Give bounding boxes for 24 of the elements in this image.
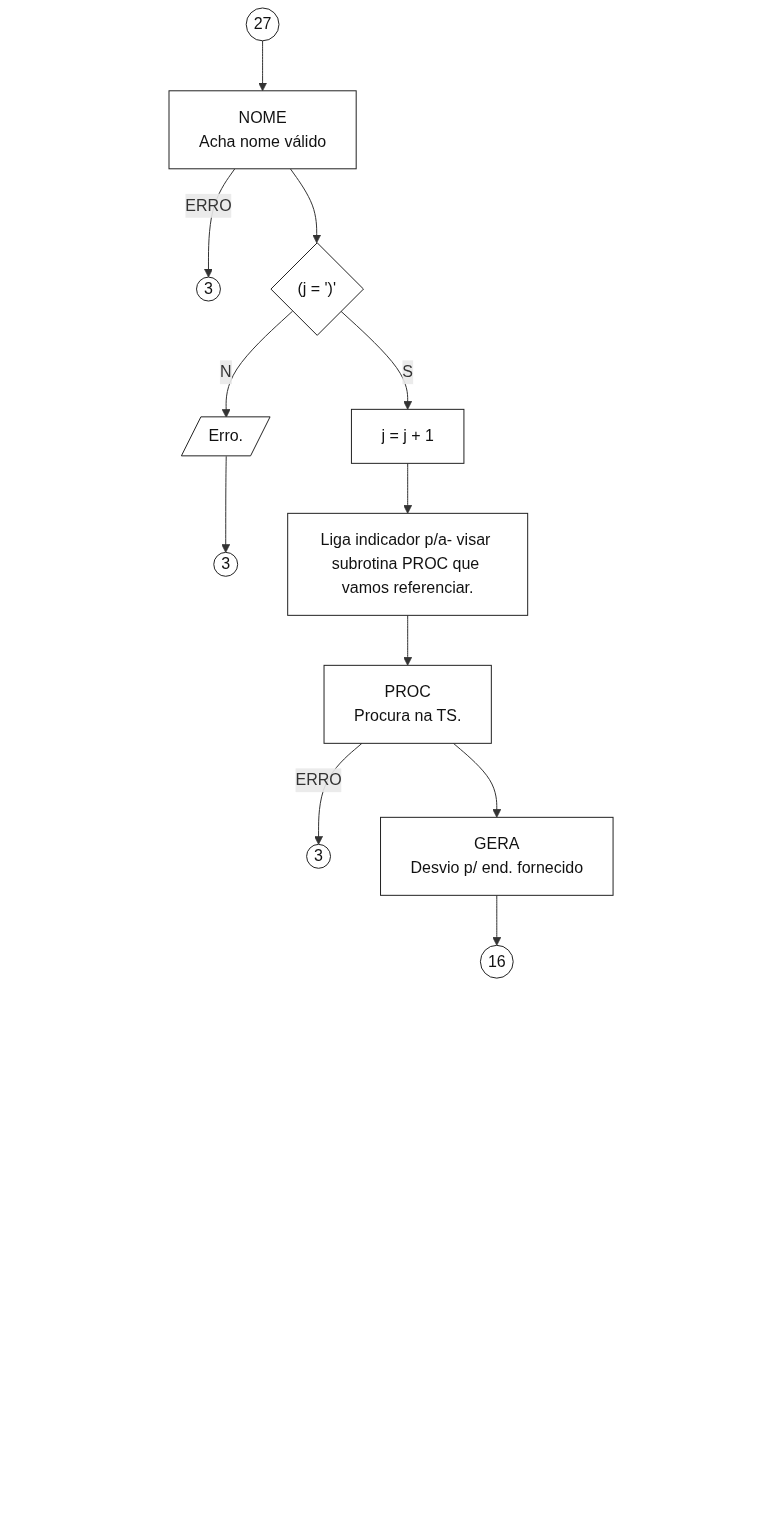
- arrow: [403, 462, 413, 514]
- arrow: [403, 614, 413, 666]
- edge-label: N: [219, 363, 232, 381]
- arrow: [221, 455, 231, 553]
- edge-label: ERRO: [295, 771, 342, 789]
- node-circle: 3: [306, 843, 331, 869]
- edge-label: ERRO: [185, 196, 232, 214]
- node-circle: 16: [479, 944, 514, 979]
- node-box: Liga indicador p/a- visar subrotina PROC que vamos referenciar.: [287, 512, 529, 616]
- arrow: [340, 310, 413, 410]
- node-box: GERA Desvio p/ end. fornecido: [380, 816, 614, 896]
- node-circle: 27: [245, 7, 280, 42]
- edge-label: S: [402, 363, 413, 381]
- arrow: [492, 894, 502, 946]
- arrow: [452, 742, 502, 818]
- node-box: j = j + 1: [350, 408, 465, 464]
- node-box: PROC Procura na TS.: [323, 664, 492, 744]
- arrow: [258, 40, 267, 92]
- arrow: [289, 168, 322, 244]
- node-diamond: (j = ')': [270, 242, 364, 336]
- arrow: [221, 310, 293, 418]
- node-box: NOME Acha nome válido: [168, 90, 357, 170]
- node-circle: 3: [196, 276, 221, 302]
- node-circle: 3: [213, 551, 239, 577]
